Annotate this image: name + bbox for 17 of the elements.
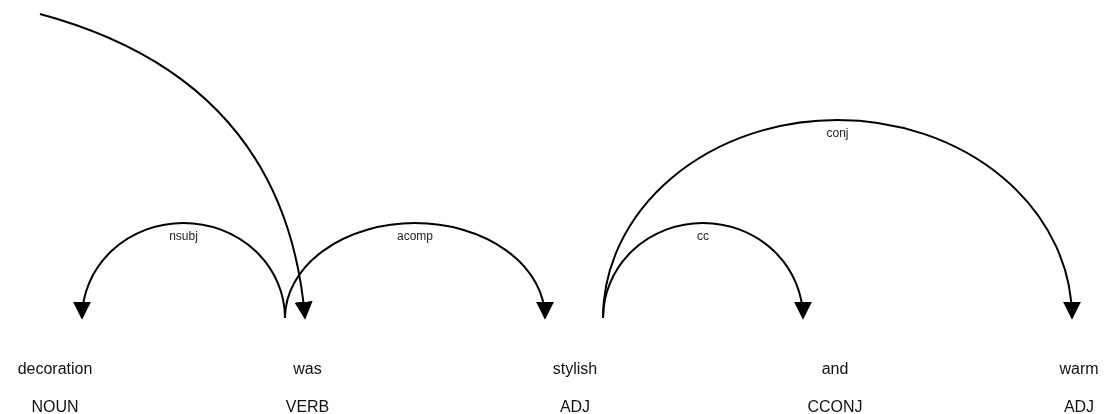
dependency-arc (602, 222, 811, 320)
edge-label: nsubj (168, 229, 199, 243)
token-word: was (292, 360, 323, 378)
dependency-arc (74, 222, 286, 320)
dependency-arc (39, 13, 312, 320)
part-of-speech-tag: VERB (255, 398, 360, 414)
token-word: decoration (16, 360, 94, 378)
token-word: stylish (551, 360, 599, 378)
part-of-speech-tag: NOUN (0, 398, 110, 414)
part-of-speech-tag: ADJ (520, 398, 630, 414)
dependency-arc (284, 222, 553, 320)
token-word: warm (1058, 360, 1100, 378)
token-word: and (820, 360, 850, 378)
part-of-speech-tag: ADJ (1040, 398, 1118, 414)
edge-label: conj (825, 126, 850, 140)
dependency-arc (602, 119, 1080, 320)
part-of-speech-tag: CCONJ (780, 398, 890, 414)
